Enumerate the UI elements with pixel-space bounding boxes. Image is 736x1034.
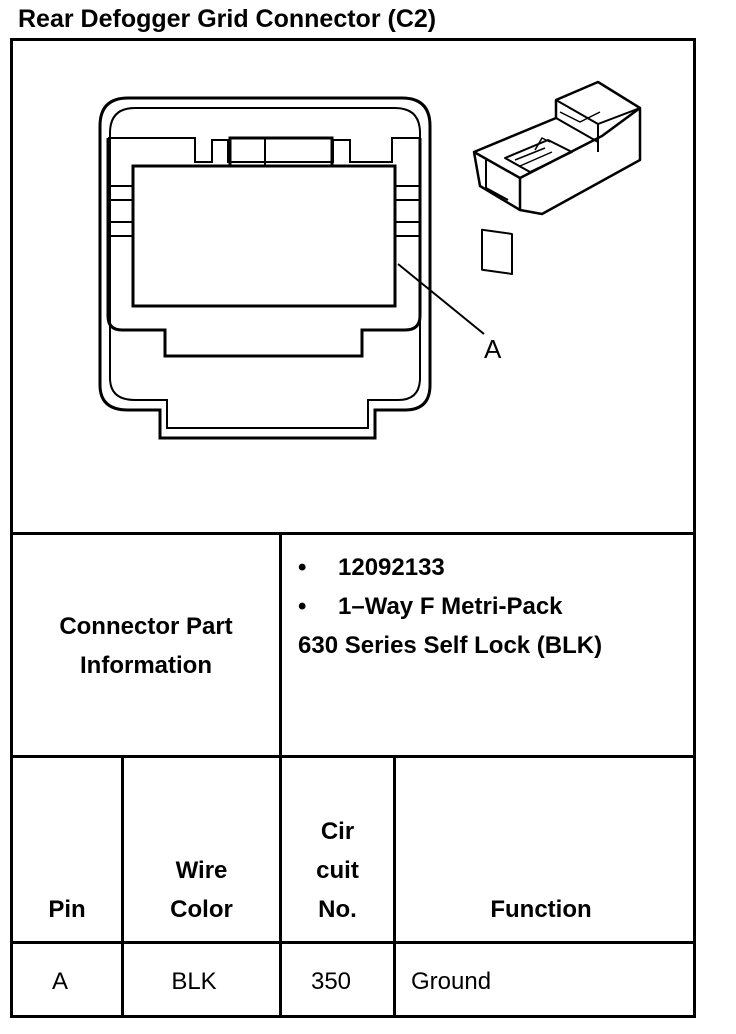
header-function: Function: [490, 896, 592, 923]
bullet-icon: •: [298, 593, 307, 620]
connector-type-item: • 1–Way F Metri-Pack: [298, 587, 688, 626]
divider-pin-col: [121, 755, 124, 1018]
connector-table-frame: [10, 38, 696, 1018]
connector-3d-icon: [472, 80, 642, 275]
row-pin: A: [51, 968, 68, 995]
part-info-label-line2: Information: [80, 652, 212, 679]
divider-circuit-col: [393, 755, 396, 1018]
connector-type: 1–Way F Metri-Pack: [338, 593, 563, 620]
header-wire-color: Wire Color: [124, 851, 279, 929]
connector-diagram: [98, 80, 642, 440]
header-circuit: Cir cuit No.: [282, 812, 393, 929]
part-number: 12092133: [338, 554, 445, 581]
header-circuit-line2: cuit: [316, 857, 359, 884]
row-wire-color: BLK: [171, 968, 217, 995]
row-circuit: 350: [310, 968, 352, 995]
header-circuit-line1: Cir: [320, 818, 355, 845]
bullet-icon: •: [298, 554, 307, 581]
divider-part-info-col: [279, 532, 282, 758]
part-info-values: • 12092133 • 1–Way F Metri-Pack 630 Series…: [298, 548, 688, 665]
callout-label: A: [484, 334, 502, 364]
page-title: Rear Defogger Grid Connector (C2): [18, 5, 437, 33]
divider-header-bottom: [10, 941, 696, 944]
header-wire-line1: Wire: [175, 857, 228, 884]
header-pin: Pin: [48, 896, 86, 923]
divider-wire-col: [279, 755, 282, 1018]
divider-part-info-bottom: [10, 755, 696, 758]
header-wire-line2: Color: [170, 896, 233, 923]
part-info-label: Connector Part Information: [13, 607, 279, 685]
connector-series: 630 Series Self Lock (BLK): [298, 632, 603, 659]
divider-diagram-bottom: [10, 532, 696, 535]
header-circuit-line3: No.: [318, 896, 357, 923]
part-number-item: • 12092133: [298, 548, 688, 587]
row-function: Ground: [411, 968, 492, 995]
part-info-label-line1: Connector Part: [59, 613, 233, 640]
connector-face-icon: [98, 96, 432, 440]
callout-leader-line: [397, 263, 485, 335]
